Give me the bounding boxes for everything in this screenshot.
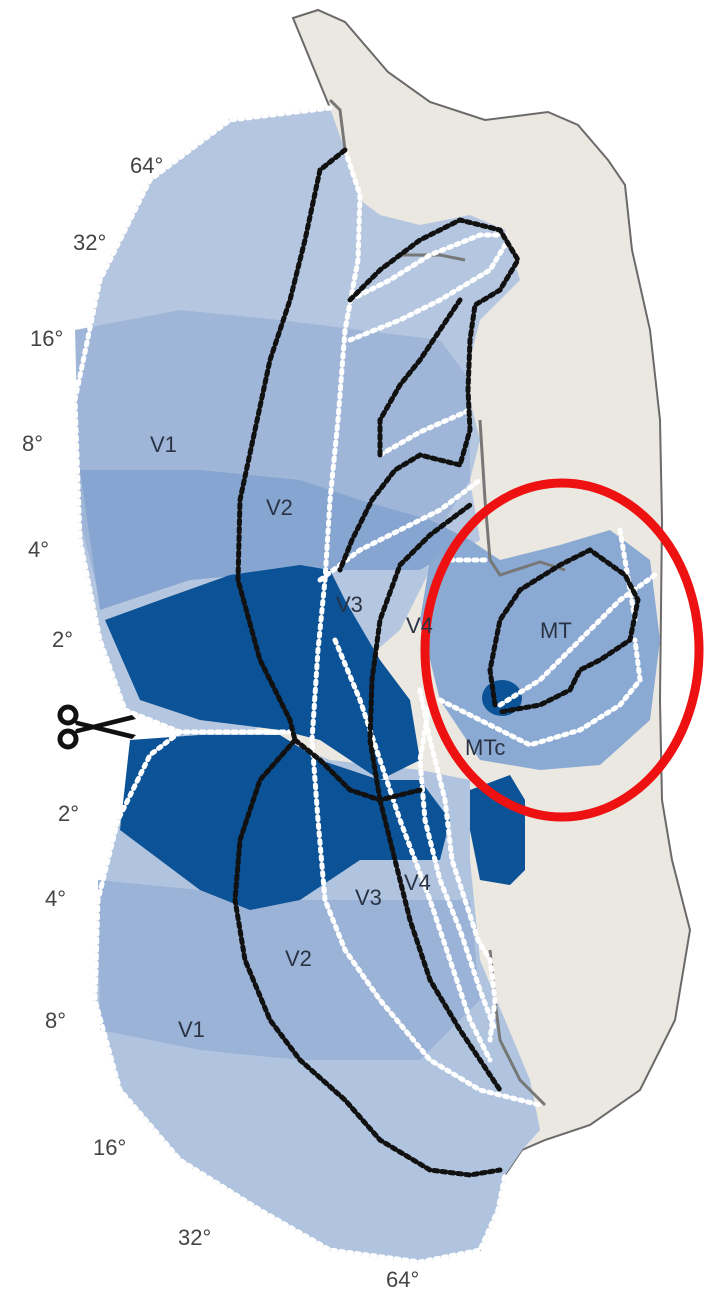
eccentricity-label-lower: 2° <box>58 801 79 826</box>
lower-field-mid-band <box>98 880 480 1060</box>
upper-field-deep-band <box>80 470 470 610</box>
eccentricity-label-lower: 8° <box>45 1008 66 1033</box>
eccentricity-label-lower: 64° <box>386 1267 419 1292</box>
black-dashed-boundaries <box>232 147 641 1178</box>
scissors-icon <box>57 704 136 750</box>
area-label-mtc: MTc <box>465 735 505 760</box>
highlight-ellipse <box>420 478 704 822</box>
eccentricity-label-upper: 8° <box>22 431 43 456</box>
eccentricity-label-upper: 64° <box>130 153 163 178</box>
area-label-v3-upper: V3 <box>336 592 363 617</box>
mt-region <box>420 530 660 770</box>
eccentricity-label-lower: 32° <box>178 1225 211 1250</box>
white-dashed-boundaries <box>72 105 658 1265</box>
eccentricity-label-upper: 2° <box>52 627 73 652</box>
area-label-v4-lower: V4 <box>404 870 431 895</box>
eccentricity-label-upper: 4° <box>28 537 49 562</box>
sulcus-line <box>400 253 466 262</box>
area-label-v1-lower: V1 <box>178 1017 205 1042</box>
foveal-region-mt <box>470 775 525 885</box>
area-label-v1-upper: V1 <box>150 432 177 457</box>
area-label-v2-lower: V2 <box>285 946 312 971</box>
eccentricity-label-lower: 4° <box>45 886 66 911</box>
eccentricity-label-upper: 32° <box>73 230 106 255</box>
area-label-v2-upper: V2 <box>266 495 293 520</box>
foveal-region-lower <box>120 735 450 910</box>
sulcus-line <box>328 98 347 151</box>
eccentricity-label-upper: 16° <box>30 326 63 351</box>
foveal-region-upper <box>105 565 420 780</box>
area-label-mt: MT <box>540 618 572 643</box>
area-label-v3-lower: V3 <box>355 885 382 910</box>
area-label-v4-upper: V4 <box>406 613 433 638</box>
sulcus-line <box>478 419 566 577</box>
eccentricity-label-lower: 16° <box>93 1135 126 1160</box>
